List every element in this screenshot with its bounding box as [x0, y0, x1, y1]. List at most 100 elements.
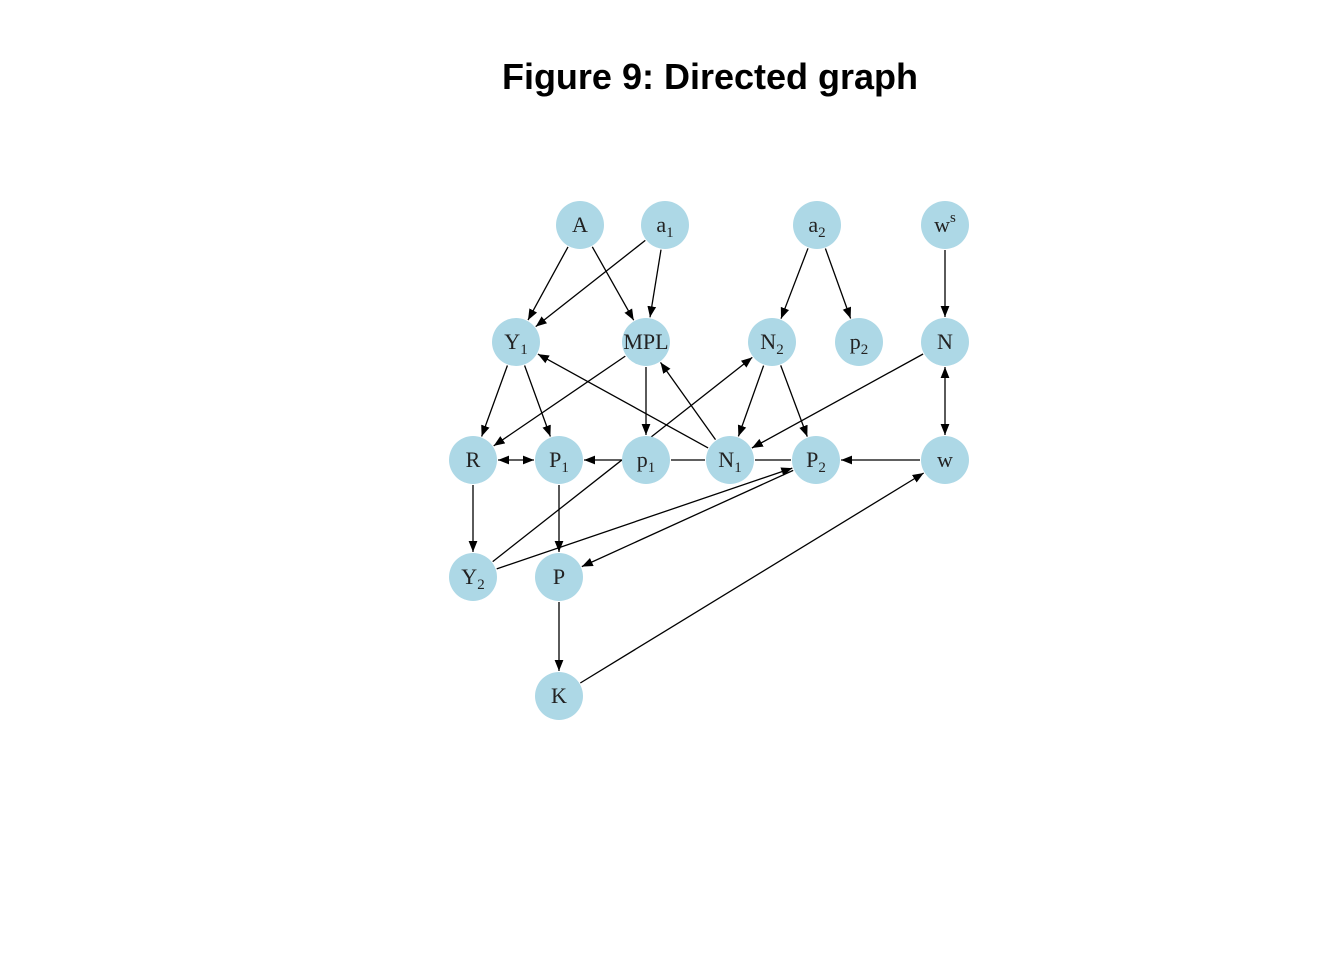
node-label: P	[553, 564, 565, 589]
node-P2: P2	[792, 436, 840, 484]
node-label-base: N	[760, 329, 776, 354]
node-label-base: R	[466, 447, 481, 472]
node-label-base: P	[553, 564, 565, 589]
node-circle	[835, 318, 883, 366]
node-label: p2	[850, 329, 869, 358]
node-Y2: Y2	[449, 553, 497, 601]
node-label-base: w	[937, 447, 953, 472]
node-label-base: A	[572, 212, 588, 237]
edge-Y1-P1	[523, 365, 552, 437]
node-Y1: Y1	[492, 318, 540, 366]
node-w: w	[921, 436, 969, 484]
node-a1: a1	[641, 201, 689, 249]
node-label-subscript: 2	[818, 225, 826, 241]
node-circle	[921, 201, 969, 249]
node-P: P	[535, 553, 583, 601]
node-label-subscript: 1	[666, 225, 674, 241]
node-ws: ws	[921, 201, 969, 249]
node-label-subscript: 2	[818, 460, 826, 476]
figure-title: Figure 9: Directed graph	[501, 56, 919, 97]
node-circle	[535, 436, 583, 484]
node-label-subscript: 2	[861, 342, 869, 358]
node-circle	[793, 201, 841, 249]
node-label-base: P	[549, 447, 561, 472]
node-label: P2	[806, 447, 826, 476]
node-label-base: Y	[504, 329, 520, 354]
edge-K-w	[579, 472, 925, 684]
node-label-subscript: 1	[734, 460, 742, 476]
edge-A-MPL	[591, 246, 635, 321]
node-R: R	[449, 436, 497, 484]
node-circle	[792, 436, 840, 484]
node-p2: p2	[835, 318, 883, 366]
node-label-base: a	[808, 212, 818, 237]
node-circle	[535, 672, 583, 720]
node-circle	[706, 436, 754, 484]
edge-a2-N2	[780, 248, 809, 319]
node-N2: N2	[748, 318, 796, 366]
edge-N-N1	[751, 353, 924, 449]
node-label: N1	[718, 447, 741, 476]
node-label-subscript: 2	[776, 342, 784, 358]
node-K: K	[535, 672, 583, 720]
node-label-base: MPL	[623, 329, 668, 354]
edge-Y1-R	[480, 365, 509, 437]
node-circle	[921, 436, 969, 484]
edge-layer	[468, 239, 950, 684]
edge-a1-Y1	[535, 239, 646, 328]
edge-P2-P	[581, 469, 794, 568]
node-circle	[556, 201, 604, 249]
node-label-base: p	[637, 447, 648, 472]
node-label-subscript: 1	[520, 342, 528, 358]
node-label-base: N	[937, 329, 953, 354]
node-label-base: p	[850, 329, 861, 354]
edge-MPL-R	[493, 355, 626, 447]
node-N: N	[921, 318, 969, 366]
node-circle	[921, 318, 969, 366]
node-label: Y1	[504, 329, 527, 358]
node-a2: a2	[793, 201, 841, 249]
node-label: R	[466, 447, 481, 472]
node-label: p1	[637, 447, 656, 476]
node-circle	[535, 553, 583, 601]
node-label-subscript: 1	[648, 460, 656, 476]
node-circle	[622, 318, 670, 366]
node-label: P1	[549, 447, 569, 476]
edge-N2-N1	[737, 365, 765, 437]
node-P1: P1	[535, 436, 583, 484]
node-label-base: Y	[461, 564, 477, 589]
node-label-base: w	[934, 212, 950, 237]
node-circle	[449, 553, 497, 601]
node-label: ws	[934, 210, 956, 237]
edge-a1-MPL	[647, 249, 662, 318]
node-label-subscript: 1	[561, 460, 569, 476]
node-label: a1	[656, 212, 673, 241]
node-MPL: MPL	[622, 318, 670, 366]
node-label: N	[937, 329, 953, 354]
node-label: K	[551, 683, 567, 708]
node-circle	[492, 318, 540, 366]
node-label: a2	[808, 212, 825, 241]
node-label: N2	[760, 329, 783, 358]
node-label-base: P	[806, 447, 818, 472]
node-label-base: N	[718, 447, 734, 472]
node-circle	[622, 436, 670, 484]
node-p1: p1	[622, 436, 670, 484]
node-label-superscript: s	[950, 210, 956, 226]
node-N1: N1	[706, 436, 754, 484]
node-label: MPL	[623, 329, 668, 354]
node-A: A	[556, 201, 604, 249]
edge-N1-Y1	[537, 353, 709, 449]
edge-Y2-P2	[496, 467, 793, 570]
edge-a2-p2	[824, 248, 852, 319]
node-label: A	[572, 212, 588, 237]
edge-A-Y1	[527, 246, 569, 321]
edge-N1-MPL	[659, 362, 717, 440]
node-label-base: a	[656, 212, 666, 237]
node-label: w	[937, 447, 953, 472]
node-circle	[449, 436, 497, 484]
node-label-base: K	[551, 683, 567, 708]
node-circle	[641, 201, 689, 249]
